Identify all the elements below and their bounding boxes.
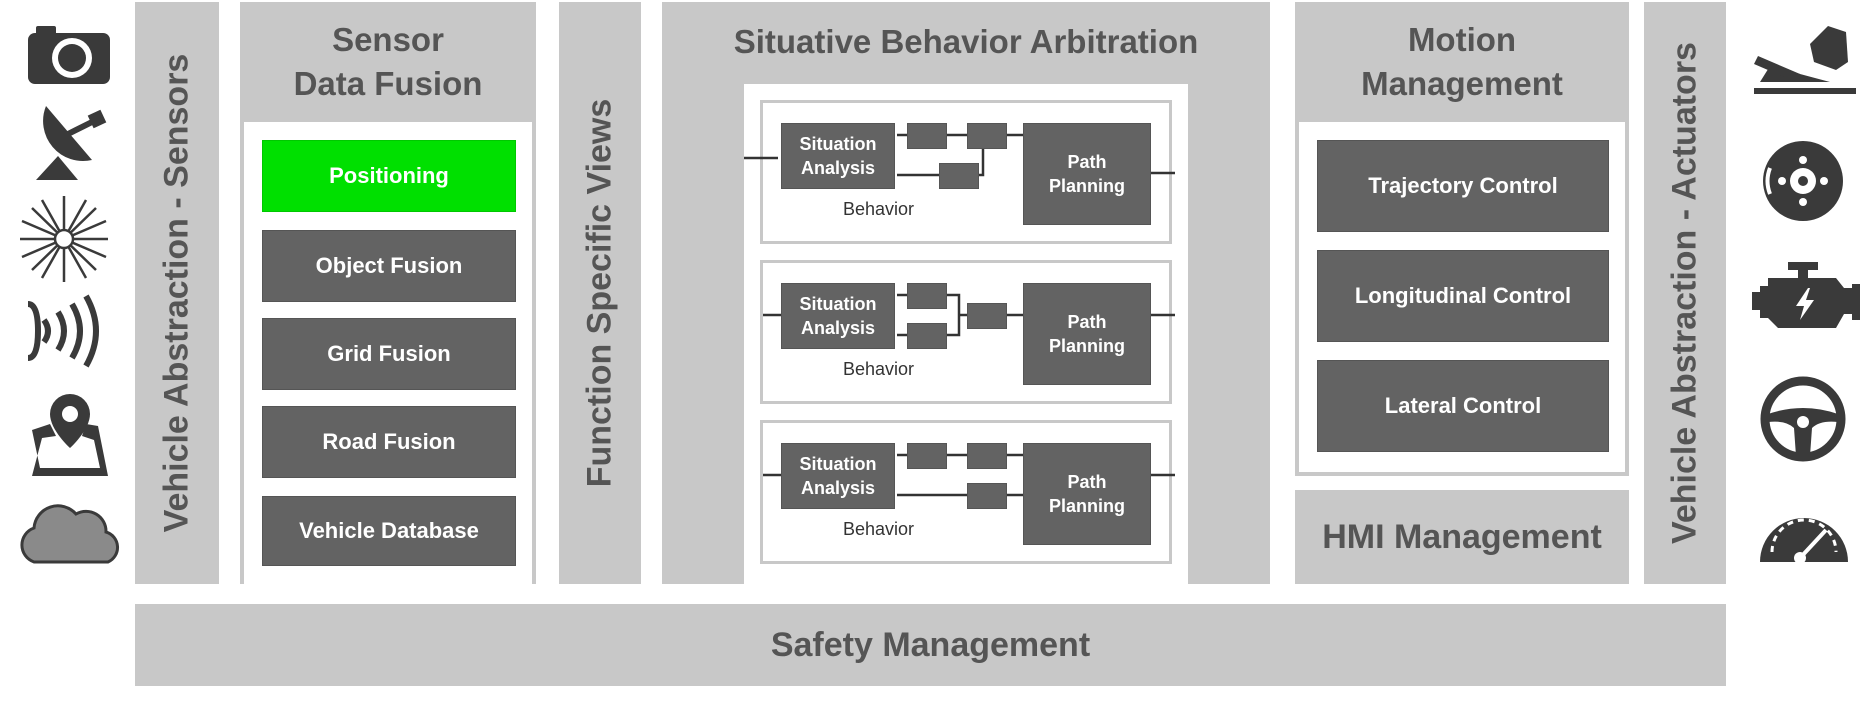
safety-management-label: Safety Management <box>770 625 1091 664</box>
sensor-fusion-content: Positioning Object Fusion Grid Fusion Ro… <box>244 122 532 584</box>
behavior-label: Behavior <box>843 359 915 379</box>
path-label: Path <box>1067 472 1107 492</box>
path-planning-box[interactable]: Path Planning <box>1023 443 1151 545</box>
vehicle-abstraction-sensors-panel: Vehicle Abstraction - Sensors <box>135 2 219 584</box>
path-planning-box[interactable]: Path Planning <box>1023 283 1151 385</box>
motion-title-line1: Motion <box>1407 21 1517 58</box>
planning-label: Planning <box>1049 496 1125 516</box>
behavior-step-box <box>967 123 1007 149</box>
engine-icon <box>1752 262 1860 328</box>
hmi-management-label: HMI Management <box>1322 517 1602 556</box>
brake-disc-icon <box>1763 141 1843 221</box>
vehicle-abstraction-actuators-label: Vehicle Abstraction - Actuators <box>1665 42 1704 544</box>
arbitration-title: Situative Behavior Arbitration <box>733 23 1199 60</box>
motion-management-panel: Motion Management Trajectory Control Lon… <box>1295 2 1629 476</box>
safety-management-panel: Safety Management <box>135 604 1726 686</box>
behavior-label: Behavior <box>843 199 915 219</box>
analysis-label: Analysis <box>800 478 876 498</box>
behavior-step-box <box>907 443 947 469</box>
situation-label: Situation <box>799 134 877 154</box>
steering-wheel-icon <box>1760 376 1846 462</box>
behavior-step-box <box>967 443 1007 469</box>
situation-analysis-box[interactable]: Situation Analysis <box>781 123 895 189</box>
sensor-fusion-title-line2: Data Fusion <box>293 65 483 102</box>
behavior-step-box <box>967 303 1007 329</box>
camera-icon <box>28 26 110 84</box>
behavior-step-box <box>907 323 947 349</box>
behavior-label: Behavior <box>843 519 915 539</box>
behavior-group-2: Situation Analysis Path Planning Behavio… <box>760 260 1175 404</box>
analysis-label: Analysis <box>800 318 876 338</box>
sensor-data-fusion-panel: Sensor Data Fusion Positioning Object Fu… <box>240 2 536 584</box>
path-planning-box[interactable]: Path Planning <box>1023 123 1151 225</box>
road-fusion-box[interactable]: Road Fusion <box>262 406 516 478</box>
longitudinal-control-box[interactable]: Longitudinal Control <box>1317 250 1609 342</box>
cloud-icon <box>20 504 119 564</box>
grid-fusion-box[interactable]: Grid Fusion <box>262 318 516 390</box>
sensor-fusion-title-line1: Sensor <box>332 21 444 58</box>
speedometer-icon <box>1760 518 1848 564</box>
function-specific-views-panel: Function Specific Views <box>559 2 641 584</box>
behavior-step-box <box>939 163 979 189</box>
arbitration-content: Situation Analysis Path Planning Behavio… <box>744 84 1188 584</box>
motion-content: Trajectory Control Longitudinal Control … <box>1299 122 1625 472</box>
behavior-group-1: Situation Analysis Path Planning Behavio… <box>760 100 1175 244</box>
lidar-icon <box>20 196 108 282</box>
motion-title-line2: Management <box>1361 65 1563 102</box>
behavior-group-3: Situation Analysis Path Planning Behavio… <box>760 420 1175 564</box>
map-pin-icon <box>32 394 108 476</box>
situation-analysis-box[interactable]: Situation Analysis <box>781 283 895 349</box>
sensor-icons-column <box>0 0 130 580</box>
pedal-icon <box>1754 26 1856 94</box>
behavior-step-box <box>967 483 1007 509</box>
situation-label: Situation <box>799 294 877 314</box>
behavior-step-box <box>907 123 947 149</box>
lateral-control-box[interactable]: Lateral Control <box>1317 360 1609 452</box>
planning-label: Planning <box>1049 176 1125 196</box>
planning-label: Planning <box>1049 336 1125 356</box>
vehicle-database-box[interactable]: Vehicle Database <box>262 496 516 566</box>
trajectory-control-box[interactable]: Trajectory Control <box>1317 140 1609 232</box>
path-label: Path <box>1067 312 1107 332</box>
analysis-label: Analysis <box>800 158 876 178</box>
hmi-management-panel: HMI Management <box>1295 490 1629 584</box>
actuator-icons-column <box>1740 0 1873 580</box>
radar-dish-icon <box>36 106 107 180</box>
situation-analysis-box[interactable]: Situation Analysis <box>781 443 895 509</box>
positioning-box[interactable]: Positioning <box>262 140 516 212</box>
path-label: Path <box>1067 152 1107 172</box>
behavior-step-box <box>907 283 947 309</box>
function-specific-views-label: Function Specific Views <box>580 98 619 488</box>
vehicle-abstraction-actuators-panel: Vehicle Abstraction - Actuators <box>1644 2 1726 584</box>
situation-label: Situation <box>799 454 877 474</box>
ultrasonic-icon <box>27 294 99 368</box>
behavior-arbitration-panel: Situative Behavior Arbitration Situation… <box>662 2 1270 584</box>
object-fusion-box[interactable]: Object Fusion <box>262 230 516 302</box>
vehicle-abstraction-sensors-label: Vehicle Abstraction - Sensors <box>157 53 196 533</box>
